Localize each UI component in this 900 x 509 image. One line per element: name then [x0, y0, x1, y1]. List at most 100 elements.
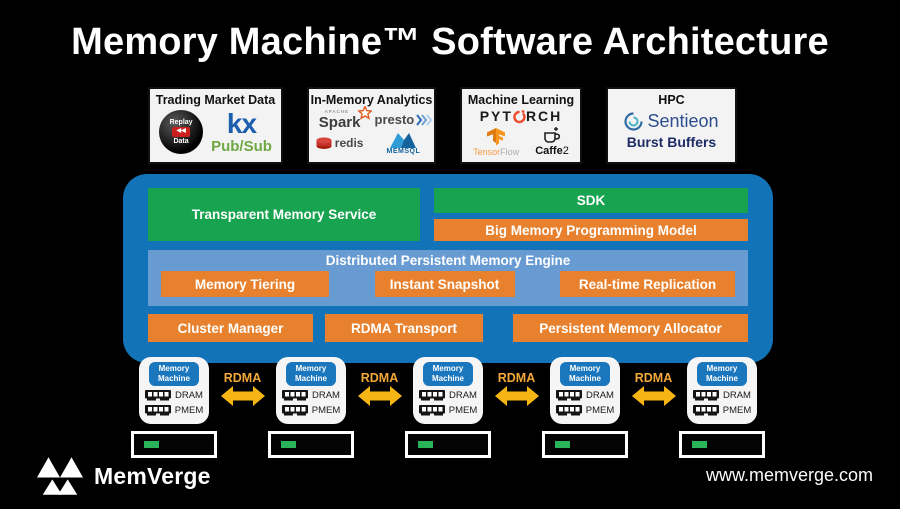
- ml-logo-row: TensorFlow Caffe2: [473, 126, 569, 157]
- dram-label: DRAM: [586, 390, 614, 401]
- sentieon-logo: Sentieon: [624, 111, 719, 132]
- rdma-label: RDMA: [497, 371, 536, 385]
- presto-logo: presto: [375, 112, 433, 127]
- memory-machine-badge: Memory Machine: [285, 362, 336, 386]
- double-arrow-icon: [631, 386, 676, 406]
- server-node-5: Memory Machine DRAM PMEM: [679, 357, 765, 458]
- dimm-icon: [555, 405, 582, 416]
- card-trading-market-data: Trading Market Data Replay ◀◀ Data kx Pu…: [148, 87, 283, 164]
- platform-base-row: Cluster Manager RDMA Transport Persisten…: [148, 314, 748, 342]
- badge-line1: Memory: [295, 364, 327, 373]
- redis-logo: redis: [316, 136, 363, 150]
- badge-line1: Memory: [158, 364, 190, 373]
- rdma-transport-box: RDMA Transport: [325, 314, 483, 342]
- dimm-icon: [556, 390, 582, 401]
- rdma-connector-4: RDMA: [628, 371, 679, 458]
- dram-row: DRAM: [145, 390, 203, 401]
- tensor-text: Tensor: [473, 147, 501, 157]
- kx-logo-text: kx: [226, 108, 257, 139]
- server-node-3: Memory Machine DRAM PMEM: [405, 357, 491, 458]
- pmem-row: PMEM: [281, 405, 341, 416]
- server-chassis: [542, 431, 628, 458]
- caffe-num-text: 2: [562, 145, 569, 157]
- dram-row: DRAM: [282, 390, 340, 401]
- real-time-replication-box: Real-time Replication: [560, 271, 735, 297]
- cluster-manager-box: Cluster Manager: [148, 314, 313, 342]
- sentieon-swirl-icon: [624, 112, 644, 131]
- node-box: Memory Machine DRAM PMEM: [687, 357, 757, 424]
- kx-logo: kx Pub/Sub: [211, 108, 272, 155]
- spark-logo: APACHE Spark: [318, 106, 373, 131]
- caffe-text: Caffe: [535, 145, 563, 157]
- status-led: [692, 441, 707, 448]
- server-node-2: Memory Machine DRAM PMEM: [268, 357, 354, 458]
- dimm-icon: [692, 405, 719, 416]
- server-chassis: [679, 431, 765, 458]
- sdk-box: SDK: [434, 188, 748, 213]
- dimm-icon: [419, 390, 445, 401]
- dram-label: DRAM: [175, 390, 203, 401]
- memory-machine-badge: Memory Machine: [696, 362, 747, 386]
- dimm-icon: [281, 405, 308, 416]
- pytorch-label-right: RCH: [525, 108, 563, 124]
- tensorflow-icon: [487, 128, 506, 146]
- hpc-logos: Sentieon Burst Buffers: [624, 111, 719, 150]
- server-chassis: [405, 431, 491, 458]
- tensorflow-logo: TensorFlow: [473, 127, 519, 157]
- application-cards-row: Trading Market Data Replay ◀◀ Data kx Pu…: [148, 87, 738, 164]
- engine-components-row: Memory Tiering Instant Snapshot Real-tim…: [148, 268, 748, 297]
- instant-snapshot-box: Instant Snapshot: [374, 271, 515, 297]
- pmem-row: PMEM: [144, 405, 203, 416]
- caffe2-label: Caffe2: [535, 146, 569, 157]
- card-title: Machine Learning: [467, 93, 575, 107]
- status-led: [418, 441, 433, 448]
- redis-icon: [316, 137, 332, 149]
- node-box: Memory Machine DRAM PMEM: [413, 357, 483, 424]
- double-arrow-icon: [494, 386, 539, 406]
- server-chassis: [268, 431, 354, 458]
- card-in-memory-analytics: In-Memory Analytics APACHE Spark presto: [307, 87, 436, 164]
- pytorch-label-left: PYT: [479, 108, 513, 124]
- rewind-icon: ◀◀: [172, 127, 190, 137]
- pmem-label: PMEM: [311, 405, 341, 416]
- dimm-icon: [144, 405, 171, 416]
- card-machine-learning: Machine Learning PYT RCH TensorFlow: [460, 87, 582, 164]
- node-box: Memory Machine DRAM PMEM: [276, 357, 346, 424]
- spark-label: Spark: [318, 113, 361, 131]
- pmem-row: PMEM: [418, 405, 477, 416]
- platform-top-row: Transparent Memory Service SDK Big Memor…: [148, 188, 748, 241]
- distributed-persistent-memory-engine: Distributed Persistent Memory Engine Mem…: [148, 250, 748, 306]
- badge-line1: Memory: [432, 364, 464, 373]
- status-led: [144, 441, 159, 448]
- badge-line2: Machine: [568, 374, 601, 383]
- pmem-row: PMEM: [692, 405, 752, 416]
- badge-line1: Memory: [569, 364, 601, 373]
- replay-label: Replay: [169, 119, 193, 126]
- rdma-label: RDMA: [634, 371, 673, 385]
- pmem-label: PMEM: [722, 405, 752, 416]
- tensorflow-label: TensorFlow: [473, 148, 519, 157]
- memsql-label: MEMSQL: [386, 147, 421, 155]
- double-arrow-icon: [220, 386, 265, 406]
- dram-row: DRAM: [556, 390, 614, 401]
- memverge-brand: MemVerge: [36, 456, 211, 497]
- dimm-icon: [145, 390, 171, 401]
- memverge-logo-icon: [36, 457, 84, 495]
- trading-logos: Replay ◀◀ Data kx Pub/Sub: [159, 110, 272, 154]
- rdma-label: RDMA: [223, 371, 262, 385]
- sentieon-label: Sentieon: [647, 111, 719, 131]
- dram-label: DRAM: [449, 390, 477, 401]
- server-chassis: [131, 431, 217, 458]
- server-node-1: Memory Machine DRAM PMEM: [131, 357, 217, 458]
- memverge-brand-text: MemVerge: [94, 463, 211, 489]
- big-memory-programming-model-box: Big Memory Programming Model: [434, 219, 748, 241]
- replay-data-badge-icon: Replay ◀◀ Data: [159, 110, 204, 154]
- dram-label: DRAM: [723, 390, 751, 401]
- apache-label: APACHE: [324, 109, 349, 114]
- status-led: [555, 441, 570, 448]
- double-arrow-icon: [357, 386, 402, 406]
- server-node-4: Memory Machine DRAM PMEM: [542, 357, 628, 458]
- analytics-logos: APACHE Spark presto: [311, 106, 433, 155]
- pubsub-label: Pub/Sub: [211, 138, 272, 155]
- dram-row: DRAM: [693, 390, 751, 401]
